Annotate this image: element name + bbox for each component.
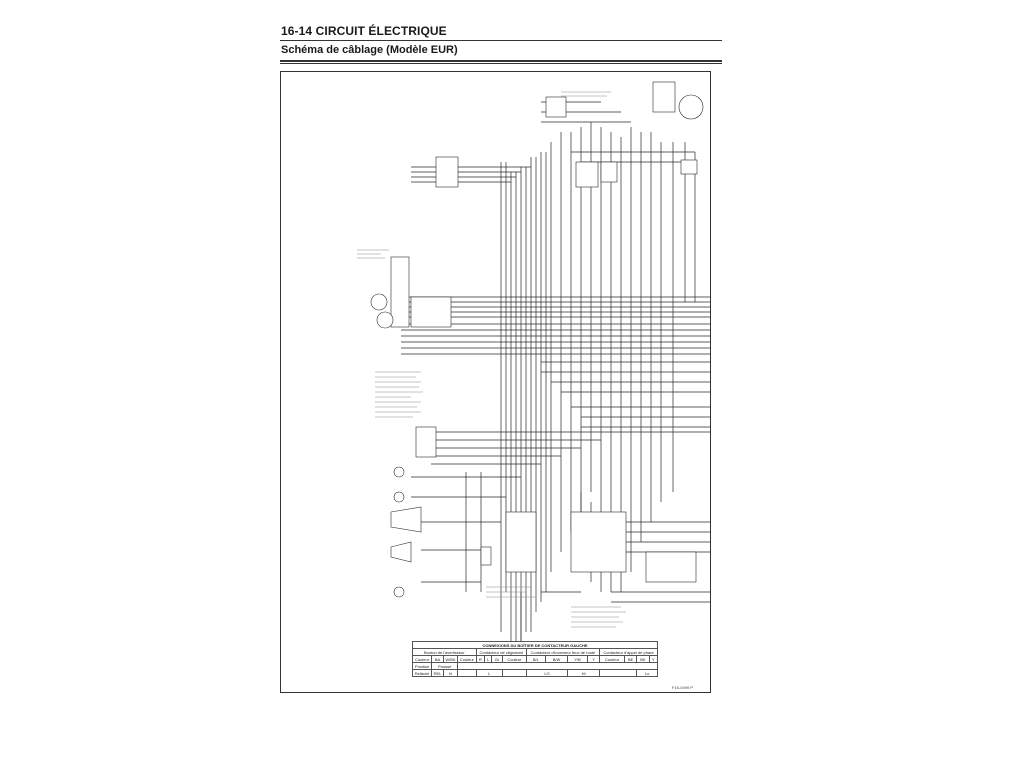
connector-table-cell: Couleur (457, 655, 477, 663)
connector-table-header: Contacteur de clignotant (475, 648, 527, 656)
wiring-diagram-frame (280, 71, 711, 693)
connector-table-cell: Y (648, 655, 659, 663)
connector-table-cell: Lo (636, 669, 658, 677)
connector-table-cell: Position (411, 662, 433, 670)
connector-table-cell: L (483, 655, 493, 663)
connector-table-cell: BE (624, 655, 638, 663)
component-label-lines (357, 91, 626, 628)
diagram-subtitle: Schéma de câblage (Modèle EUR) (281, 44, 458, 56)
connector-table-cell: Y/B (567, 655, 589, 663)
connector-table-cell: B/W (544, 655, 569, 663)
subtitle-rule-lower (280, 63, 722, 64)
connector-table-cell (457, 662, 658, 670)
component-symbols (370, 81, 704, 598)
connector-table-cell: R (475, 655, 485, 663)
connector-table-cell: Gr (491, 655, 503, 663)
subtitle-rule (280, 60, 722, 62)
wiring-diagram (357, 81, 710, 672)
connector-table-cell: REL (431, 669, 444, 677)
connector-table-cell: Poussé (431, 662, 459, 670)
connector-table-header: Contacteur d'inverseur feux de route (525, 648, 601, 656)
connector-table-title: CONNEXIONS DU BOÎTIER DE CONTACTEUR GAUC… (412, 641, 658, 649)
connector-table-header: Contacteur d'appel de phare (599, 648, 658, 656)
connector-table-cell (599, 669, 638, 677)
connector-table-cell: Y (587, 655, 601, 663)
connector-table-cell: Couleur (501, 655, 527, 663)
section-title: 16-14 CIRCUIT ÉLECTRIQUE (281, 24, 447, 38)
connector-table-header: Bouton de l'avertisseur (412, 648, 477, 656)
connector-table-cell (457, 669, 477, 677)
connector-table-cell: BK (636, 655, 650, 663)
connector-table-cell: HI (567, 669, 601, 677)
connector-table-cell: N (442, 669, 459, 677)
connector-table-cell: W/BK (442, 655, 459, 663)
connector-table: CONNEXIONS DU BOÎTIER DE CONTACTEUR GAUC… (411, 641, 659, 677)
connector-table-cell: Couleur (411, 655, 433, 663)
connector-table-cell: L (475, 669, 503, 677)
connector-table-cell: Relâché (411, 669, 433, 677)
connector-table-cell: B/L (525, 655, 546, 663)
connector-table-cell: Couleur (599, 655, 626, 663)
title-rule (280, 40, 722, 41)
connector-table-cell: BA (431, 655, 444, 663)
connector-table-cell (501, 669, 527, 677)
connector-table-cell: LO (525, 669, 569, 677)
wire-bundle (401, 101, 710, 672)
part-code: F16-0499 P (672, 685, 693, 690)
